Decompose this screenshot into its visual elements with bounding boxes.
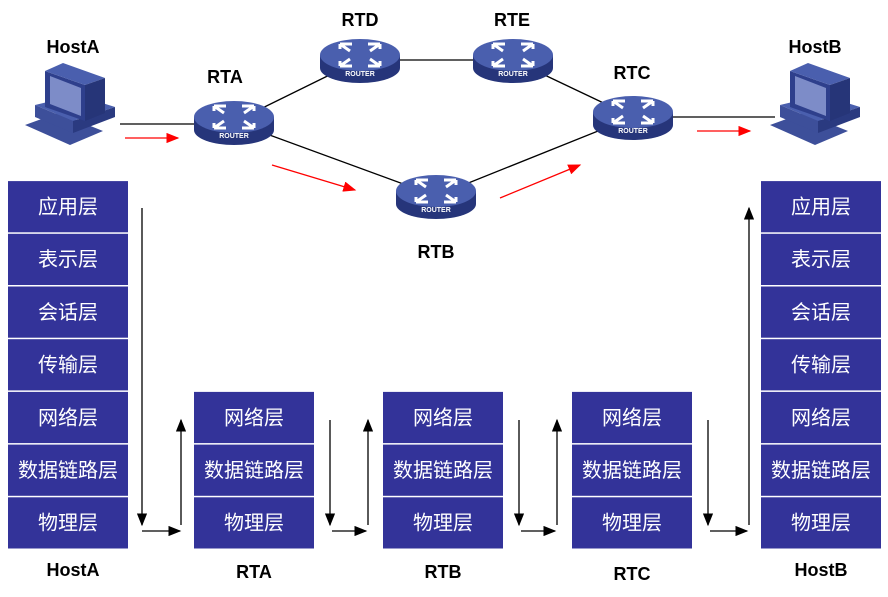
layer-label: 应用层 bbox=[38, 194, 98, 218]
router-badge: ROUTER bbox=[345, 71, 375, 78]
layer-label: 数据链路层 bbox=[204, 458, 304, 482]
layer-box bbox=[8, 391, 128, 444]
layer-label: 网络层 bbox=[413, 405, 473, 429]
layer-label: 物理层 bbox=[413, 511, 473, 535]
layer-label: 传输层 bbox=[38, 353, 98, 377]
layer-box bbox=[383, 391, 503, 444]
layer-box bbox=[761, 286, 881, 338]
computer-icon-hostb bbox=[770, 63, 860, 145]
layer-label: 网络层 bbox=[38, 405, 98, 429]
layer-label: 物理层 bbox=[602, 511, 662, 535]
router-label: RTA bbox=[207, 67, 243, 87]
layer-label: 传输层 bbox=[791, 353, 851, 377]
host-label: HostA bbox=[47, 37, 100, 57]
router-badge: ROUTER bbox=[219, 133, 249, 140]
layer-box bbox=[383, 497, 503, 549]
router-label: RTE bbox=[494, 10, 530, 30]
layer-label: 物理层 bbox=[224, 511, 284, 535]
layer-label: 网络层 bbox=[791, 405, 851, 429]
layer-label: 应用层 bbox=[791, 194, 851, 218]
router-badge: ROUTER bbox=[618, 128, 648, 135]
layer-box bbox=[761, 233, 881, 285]
stack-label: HostB bbox=[795, 560, 848, 580]
layer-box bbox=[194, 444, 314, 496]
layer-box bbox=[572, 391, 692, 444]
layer-label: 数据链路层 bbox=[771, 458, 871, 482]
layer-box bbox=[8, 286, 128, 338]
router-badge: ROUTER bbox=[421, 207, 451, 214]
computer-icon-hosta bbox=[25, 63, 115, 145]
host-label: HostB bbox=[789, 37, 842, 57]
stack-label: HostA bbox=[47, 560, 100, 580]
layer-box bbox=[761, 444, 881, 496]
layer-label: 会话层 bbox=[38, 300, 98, 324]
router-label: RTD bbox=[342, 10, 379, 30]
layer-box bbox=[8, 181, 128, 233]
layer-label: 物理层 bbox=[38, 511, 98, 535]
layer-label: 网络层 bbox=[602, 405, 662, 429]
layer-box bbox=[8, 233, 128, 285]
layer-label: 表示层 bbox=[791, 247, 851, 271]
layer-box bbox=[383, 444, 503, 496]
layer-box bbox=[8, 339, 128, 391]
layer-box bbox=[8, 497, 128, 549]
router-icon-rtb: ROUTER bbox=[396, 175, 476, 219]
layer-box bbox=[761, 391, 881, 444]
router-icon-rte: ROUTER bbox=[473, 39, 553, 83]
layer-box bbox=[761, 497, 881, 549]
layer-label: 网络层 bbox=[224, 405, 284, 429]
layer-box bbox=[194, 391, 314, 444]
layer-label: 数据链路层 bbox=[18, 458, 118, 482]
layer-box bbox=[761, 339, 881, 391]
stack-label: RTA bbox=[236, 562, 272, 582]
layer-label: 表示层 bbox=[38, 247, 98, 271]
stack-label: RTB bbox=[425, 562, 462, 582]
router-icon-rta: ROUTER bbox=[194, 101, 274, 145]
layer-label: 数据链路层 bbox=[393, 458, 493, 482]
router-icon-rtc: ROUTER bbox=[593, 96, 673, 140]
layer-label: 会话层 bbox=[791, 300, 851, 324]
router-badge: ROUTER bbox=[498, 71, 528, 78]
layer-box bbox=[8, 444, 128, 496]
flow-arrow bbox=[271, 164, 357, 192]
stack-label: RTC bbox=[614, 564, 651, 584]
router-label: RTC bbox=[614, 63, 651, 83]
layer-label: 数据链路层 bbox=[582, 458, 682, 482]
layer-box bbox=[572, 497, 692, 549]
layer-box bbox=[761, 181, 881, 233]
router-label: RTB bbox=[418, 242, 455, 262]
router-icon-rtd: ROUTER bbox=[320, 39, 400, 83]
layer-box bbox=[194, 497, 314, 549]
flow-arrow bbox=[499, 164, 582, 199]
layer-box bbox=[572, 444, 692, 496]
layer-label: 物理层 bbox=[791, 511, 851, 535]
